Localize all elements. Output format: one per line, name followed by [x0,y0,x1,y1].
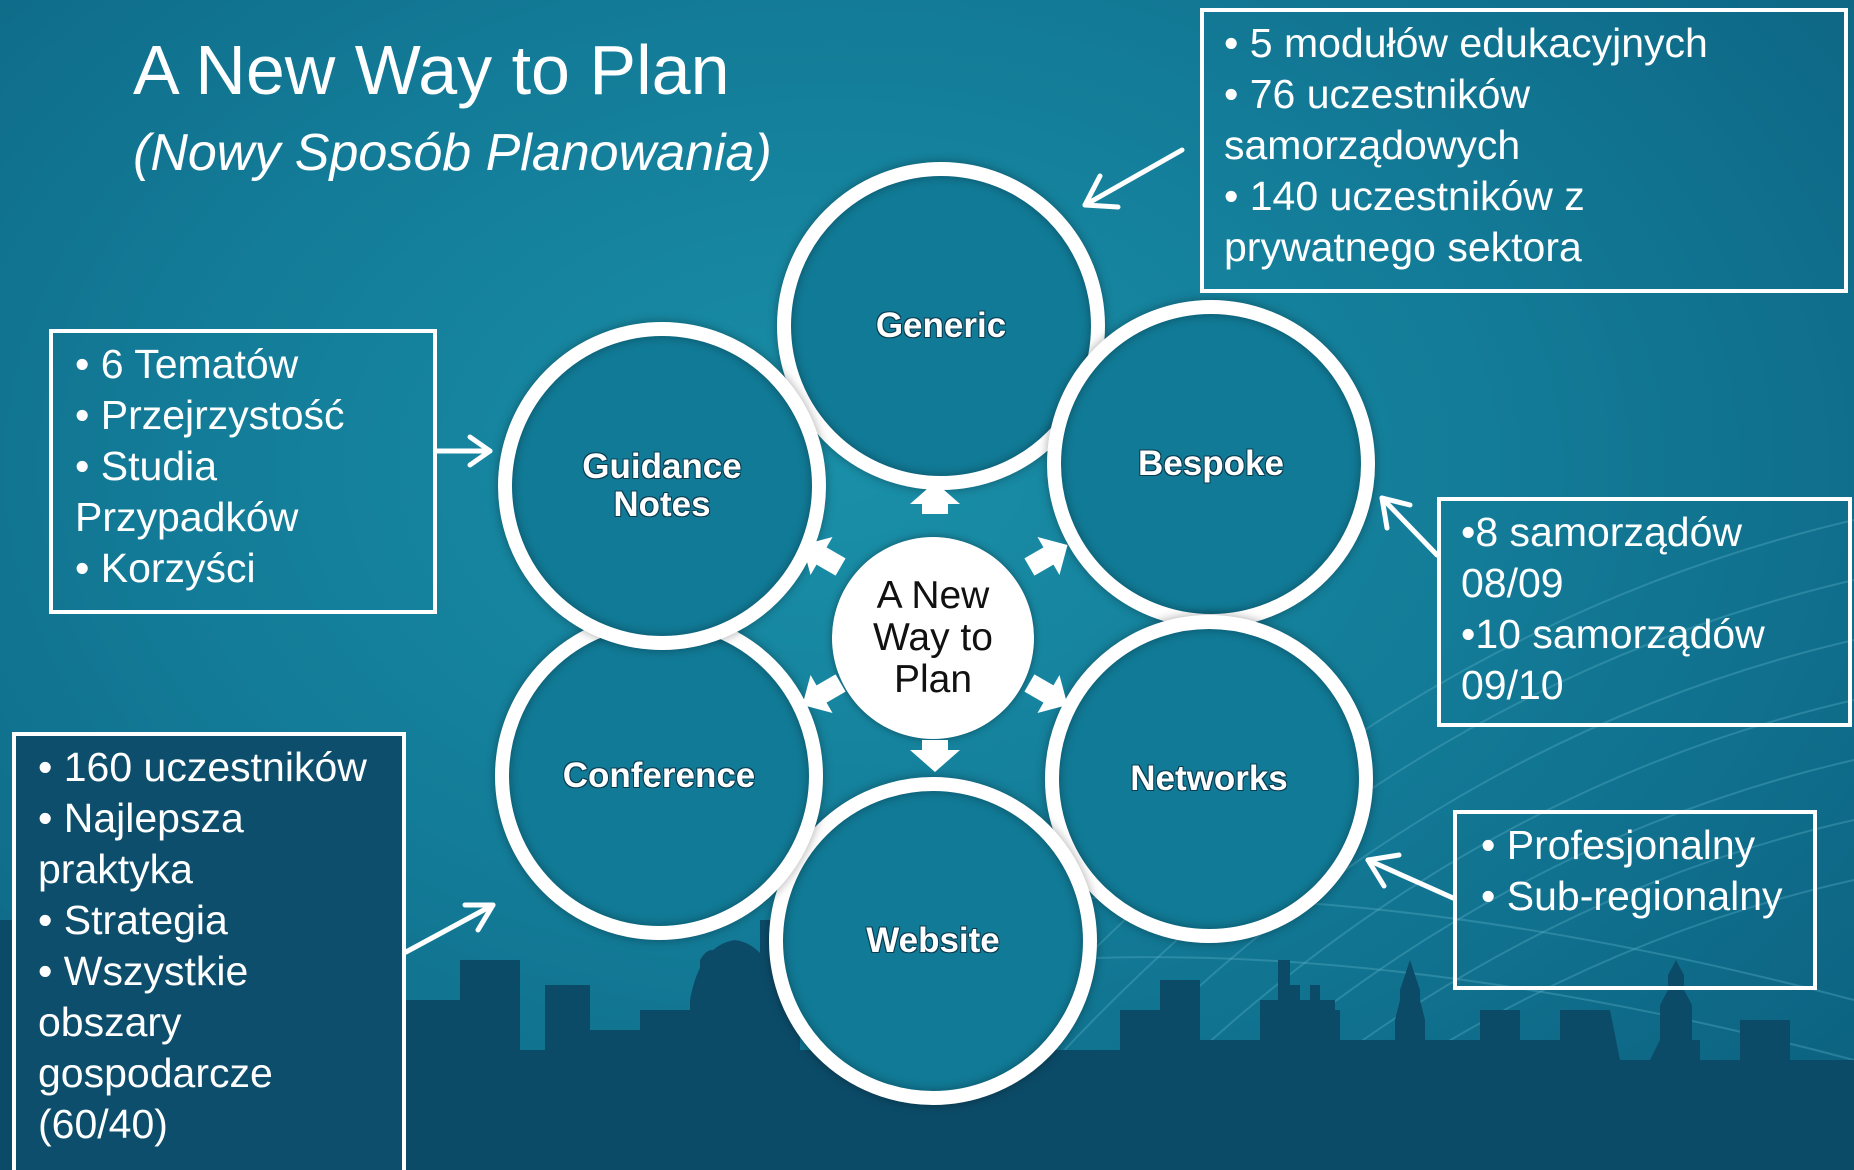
callout-bespoke-line-4: 09/10 [1461,662,1564,708]
node-guidance-label-line-2: Notes [613,485,711,524]
callout-conference-line-4: • Strategia [38,897,228,943]
node-website-label: Website [866,921,1000,960]
center-label-line-1: A New [876,574,990,617]
callout-guidance-line-4: Przypadków [75,494,299,540]
callout-guidance-line-1: • 6 Tematów [75,341,299,387]
callout-conference: • 160 uczestników • Najlepsza praktyka •… [12,732,406,1170]
callout-conference-line-3: praktyka [38,846,193,892]
node-bespoke-label: Bespoke [1138,444,1284,483]
clock-tower [1660,960,1692,1170]
node-networks-label: Networks [1130,759,1288,798]
callout-bespoke-line-3: •10 samorządów [1461,611,1765,657]
callout-conference-line-1: • 160 uczestników [38,744,367,790]
center-label-line-3: Plan [893,658,973,701]
westminster-towers [1280,970,1425,1170]
callout-networks-line-1: • Profesjonalny [1481,822,1756,868]
slide-title: A New Way to Plan [133,31,730,109]
callout-conference-line-5: • Wszystkie [38,948,249,994]
node-conference-label: Conference [562,756,756,795]
node-guidance-notes: Guidance Notes [498,322,826,650]
node-generic-label: Generic [875,306,1007,345]
node-networks: Networks [1045,615,1373,943]
node-guidance-label-line-1: Guidance [582,447,742,486]
callout-conference-line-7: gospodarcze [38,1050,273,1096]
callout-networks: • Profesjonalny • Sub-regionalny [1453,810,1817,990]
callout-guidance-line-3: • Studia [75,443,217,489]
callout-generic-line-3: samorządowych [1224,122,1521,168]
center-label-line-2: Way to [873,616,993,659]
callout-conference-line-2: • Najlepsza [38,795,244,841]
callout-conference-line-6: obszary [38,999,182,1045]
callout-generic-line-1: • 5 modułów edukacyjnych [1224,20,1708,66]
callout-bespoke: •8 samorządów 08/09 •10 samorządów 09/10 [1437,497,1852,727]
center-node: A New Way to Plan [832,537,1034,739]
callout-generic-line-5: prywatnego sektora [1224,224,1582,270]
callout-bespoke-line-2: 08/09 [1461,560,1564,606]
callout-generic: • 5 modułów edukacyjnych • 76 uczestnikó… [1200,8,1848,293]
callout-generic-line-2: • 76 uczestników [1224,71,1531,117]
node-bespoke: Bespoke [1047,300,1375,628]
callout-generic-line-4: • 140 uczestników z [1224,173,1585,219]
callout-networks-line-2: • Sub-regionalny [1481,873,1783,919]
slide-subtitle: (Nowy Sposób Planowania) [133,124,772,182]
node-website: Website [769,777,1097,1105]
callout-bespoke-line-1: •8 samorządów [1461,509,1742,555]
callout-conference-line-8: (60/40) [38,1101,168,1147]
callout-guidance: • 6 Tematów • Przejrzystość • Studia Prz… [49,329,437,614]
node-conference: Conference [495,612,823,940]
gherkin-tower [690,940,780,1170]
callout-guidance-line-2: • Przejrzystość [75,392,345,438]
callout-guidance-line-5: • Korzyści [75,545,256,591]
